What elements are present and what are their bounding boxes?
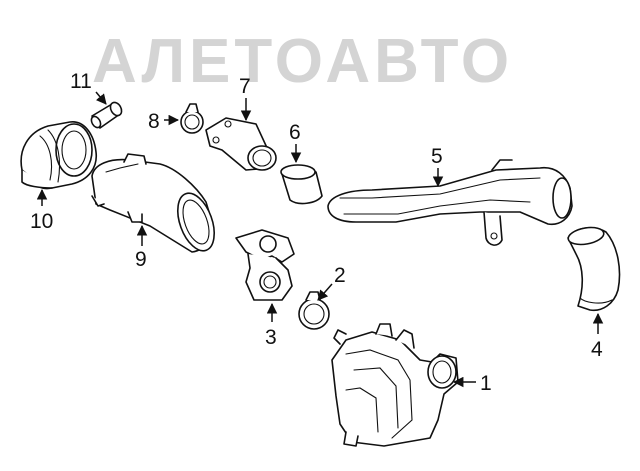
callout-leaders [36,91,604,388]
part-3-plate [235,229,295,301]
part-2-clamp [298,291,330,330]
part-6-coupler [280,164,323,205]
part-1-housing [331,323,459,447]
callout-11: 11 [70,70,92,93]
part-9-air-duct [91,153,216,253]
part-7-flange [205,117,277,171]
callout-7: 7 [239,75,251,98]
part-4-bent-hose [567,226,621,312]
callout-8: 8 [148,110,160,133]
part-8-clamp [180,103,204,134]
callout-9: 9 [135,248,147,271]
callout-2: 2 [334,264,346,287]
callout-labels: 1 2 3 4 5 6 7 8 9 10 11 [30,70,603,395]
part-10-elbow-hose [20,121,97,190]
callout-10: 10 [30,210,53,233]
leader-2 [317,283,333,301]
callout-1: 1 [480,372,492,395]
callout-5: 5 [431,145,443,168]
part-11-connector [90,101,123,129]
watermark-text: АЛЕТОАВТО [92,27,513,96]
callout-3: 3 [265,326,277,349]
callout-6: 6 [289,121,301,144]
callout-4: 4 [591,338,603,361]
part-5-intake-tube [327,159,573,246]
leader-11 [95,91,107,105]
